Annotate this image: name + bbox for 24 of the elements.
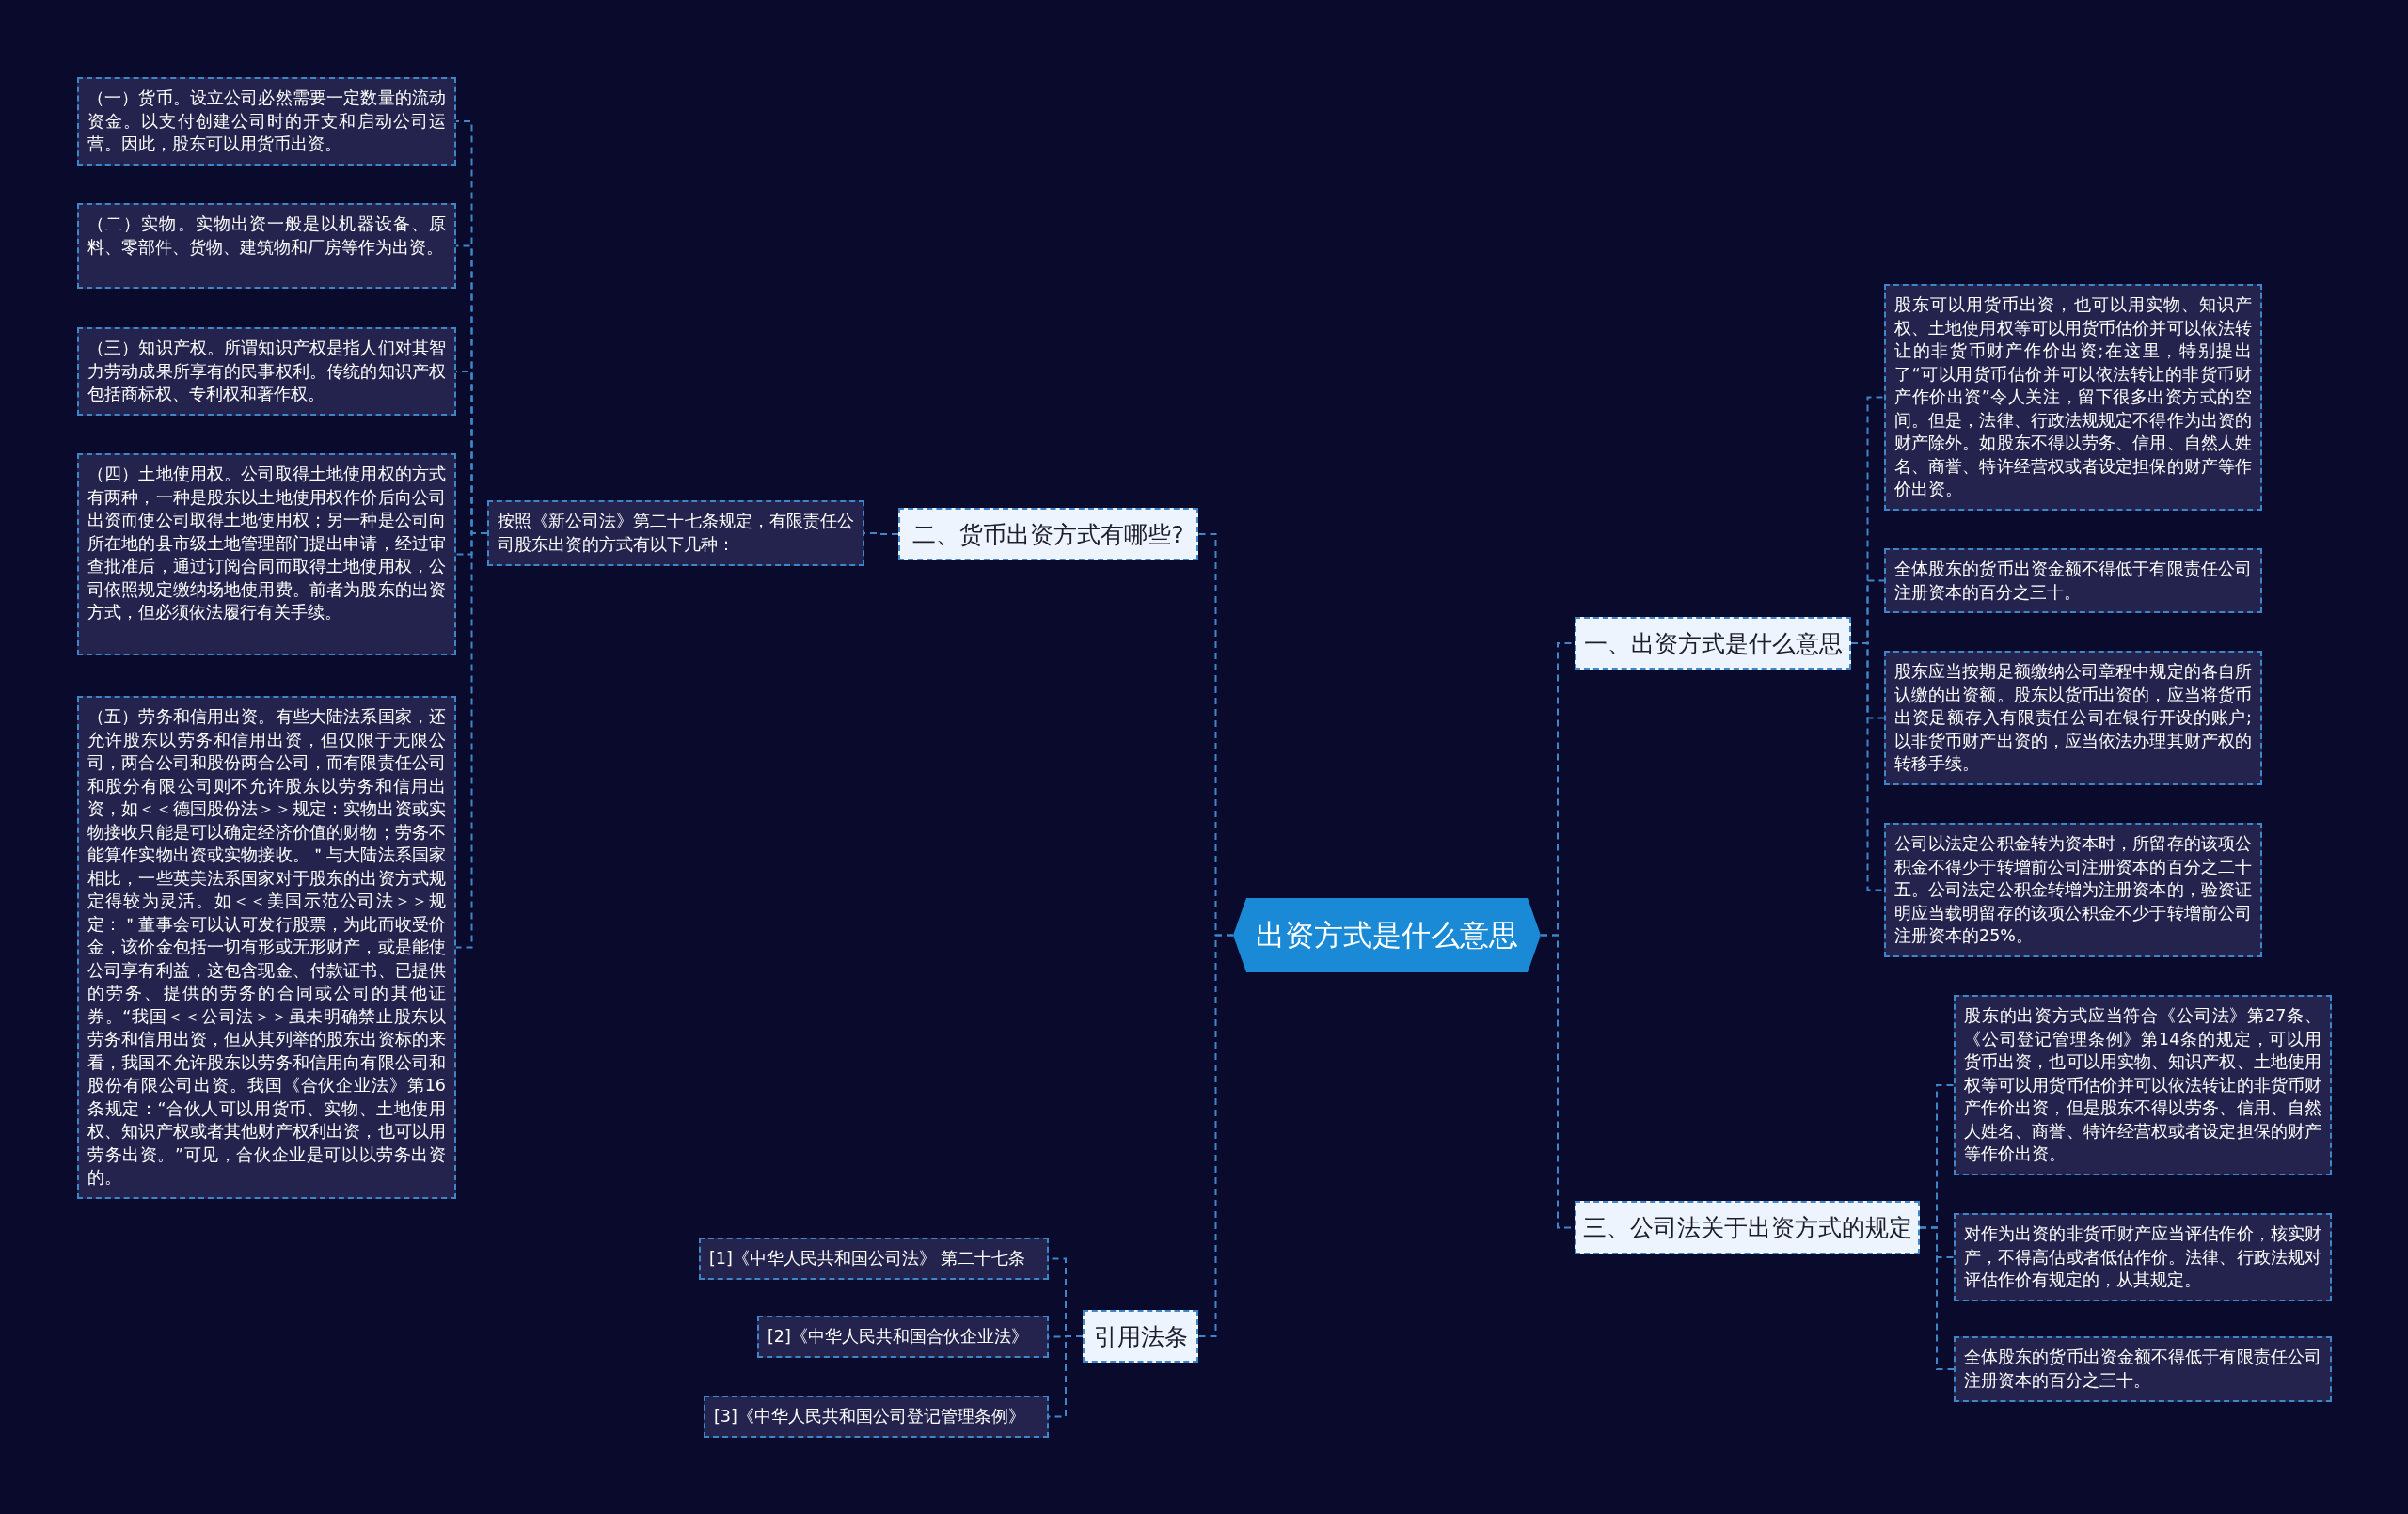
text-box: 公司以法定公积金转为资本时，所留存的该项公积金不得少于转增前公司注册资本的百分之二十五。公司法定公积金转增为注册资本的，验资证明应当载明留存的该项公积金不少于转增前公司注册资本的25%。 [1884, 823, 2262, 957]
text-box: 按照《新公司法》第二十七条规定，有限责任公司股东出资的方式有以下几种： [487, 500, 864, 566]
topic-box: 一、出资方式是什么意思 [1575, 617, 1851, 670]
topic-box: 二、货币出资方式有哪些? [898, 508, 1198, 560]
text-box: （五）劳务和信用出资。有些大陆法系国家，还允许股东以劳务和信用出资，但仅限于无限公司，两合公司和股份两合公司，而有限责任公司和股分有限公司则不允许股东以劳务和信用出资，如＜＜德国股份法＞＞规定：实物出资或实物接收只能是可以确定经济价值的财物；劳务不能算作实物出资或实物接收。＂与大陆法系国家相比，一些英美法系国家对于股东的出资方式规定得较为灵活。如＜＜美国示范公司法＞＞规定：＂董事会可以认可发行股票，为此而收受价金，该价金包括一切有形或无形财产，或是能使公司享有利益，这包含现金、付款证书、已提供的劳务、提供的劳务的合同或公司的其他证券。“我国＜＜公司法＞＞虽未明确禁止股东以劳务和信用出资，但从其列举的股东出资标的来看，我国不允许股东以劳务和信用向有限公司和股份有限公司出资。我国《合伙企业法》第16条规定：“合伙人可以用货币、实物、土地使用权、知识产权或者其他财产权利出资，也可以用劳务出资。”可见，合伙企业是可以以劳务出资的。 [77, 696, 456, 1199]
text-box: [3]《中华人民共和国公司登记管理条例》 [704, 1396, 1049, 1438]
topic-box: 引用法条 [1083, 1310, 1198, 1363]
text-box: 股东可以用货币出资，也可以用实物、知识产权、土地使用权等可以用货币估价并可以依法转让的非货币财产作价出资;在这里，特别提出了“可以用货币估价并可以依法转让的非货币财产作价出资”令人关注，留下很多出资方式的空间。但是，法律、行政法规规定不得作为出资的财产除外。如股东不得以劳务、信用、自然人姓名、商誉、特许经营权或者设定担保的财产等作价出资。 [1884, 284, 2262, 511]
text-box: （三）知识产权。所谓知识产权是指人们对其智力劳动成果所享有的民事权利。传统的知识产权包括商标权、专利权和著作权。 [77, 327, 456, 416]
text-box: [2]《中华人民共和国合伙企业法》 [757, 1316, 1049, 1358]
text-box: 股东的出资方式应当符合《公司法》第27条、《公司登记管理条例》第14条的规定，可以用货币出资，也可以用实物、知识产权、土地使用权等可以用货币估价并可以依法转让的非货币财产作价出资，但是股东不得以劳务、信用、自然人姓名、商誉、特许经营权或者设定担保的财产等作价出资。 [1954, 995, 2332, 1175]
text-box: （一）货币。设立公司必然需要一定数量的流动资金。以支付创建公司时的开支和启动公司运营。因此，股东可以用货币出资。 [77, 77, 456, 166]
central-topic: 出资方式是什么意思 [1233, 898, 1541, 972]
text-box: 全体股东的货币出资金额不得低于有限责任公司注册资本的百分之三十。 [1954, 1336, 2332, 1402]
connector-line [1197, 934, 1234, 1337]
connector-line [1850, 642, 1885, 891]
topic-box: 三、公司法关于出资方式的规定 [1575, 1201, 1920, 1254]
text-box: （四）土地使用权。公司取得土地使用权的方式有两种，一种是股东以土地使用权作价后向公司出资而使公司取得土地使用权；另一种是公司向所在地的县市级土地管理部门提出申请，经过审查批准后，通过订阅合同而取得土地使用权，公司依照规定缴纳场地使用费。前者为股东的出资方式，但必须依法履行有关手续。 [77, 453, 456, 655]
text-box: （二）实物。实物出资一般是以机器设备、原料、零部件、货物、建筑物和厂房等作为出资。 [77, 203, 456, 289]
text-box: 对作为出资的非货币财产应当评估作价，核实财产，不得高估或者低估作价。法律、行政法规对评估作价有规定的，从其规定。 [1954, 1213, 2332, 1301]
text-box: 股东应当按期足额缴纳公司章程中规定的各自所认缴的出资额。股东以货币出资的，应当将货币出资足额存入有限责任公司在银行开设的账户;以非货币财产出资的，应当依法办理其财产权的转移手续。 [1884, 651, 2262, 785]
text-box: 全体股东的货币出资金额不得低于有限责任公司注册资本的百分之三十。 [1884, 548, 2262, 613]
connector-line [1919, 1226, 1955, 1370]
text-box: [1]《中华人民共和国公司法》 第二十七条 [699, 1238, 1049, 1280]
